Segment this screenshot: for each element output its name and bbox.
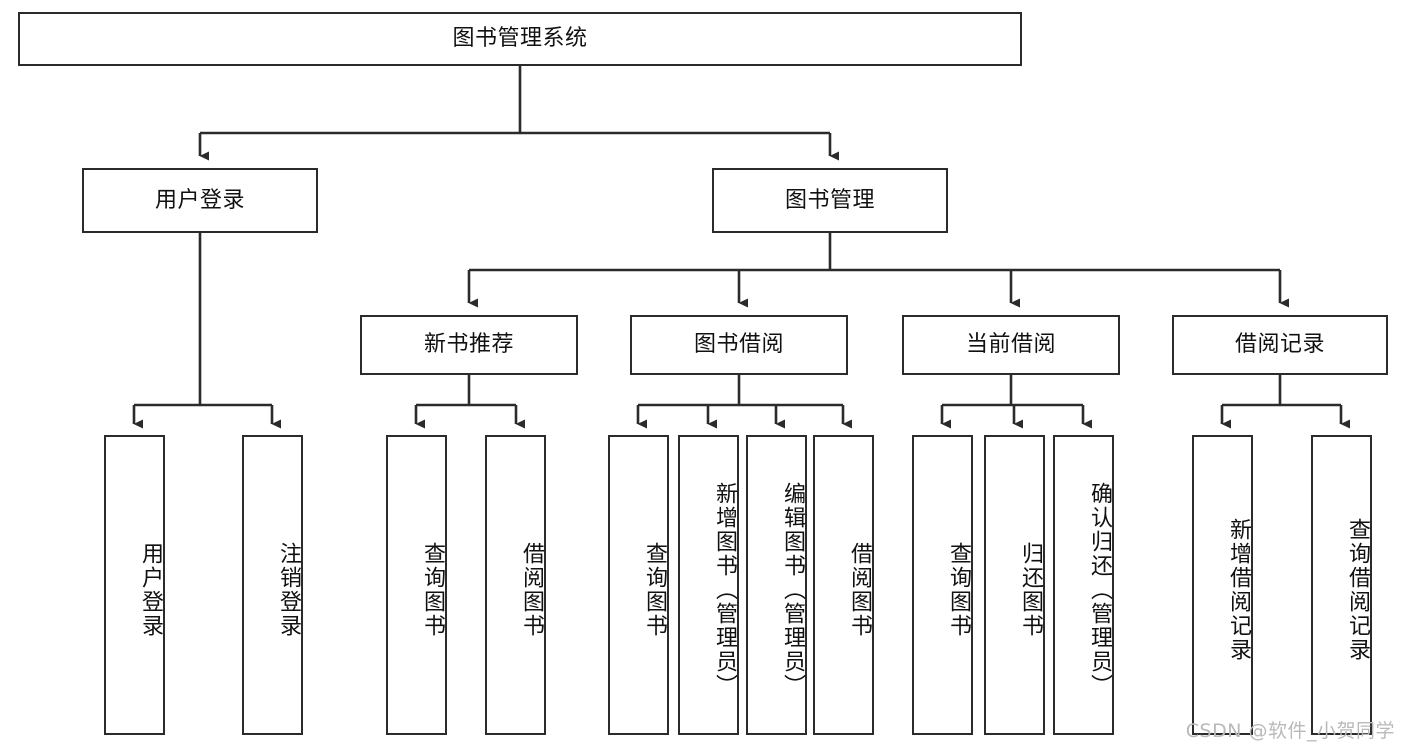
connector-root-to-level2 <box>198 66 839 161</box>
node-user-login[interactable]: 用户登录 <box>82 168 318 233</box>
node-current-borrow[interactable]: 当前借阅 <box>902 315 1120 375</box>
leaf-label: 借阅图书 <box>519 542 544 638</box>
connector-newbook-to-leaves <box>414 375 525 429</box>
node-new-book-recommend[interactable]: 新书推荐 <box>360 315 578 375</box>
leaf-confirm-return-admin[interactable]: 确认归还（管理员） <box>1053 435 1114 735</box>
leaf-label: 查询借阅记录 <box>1345 518 1370 662</box>
leaf-label: 用户登录 <box>138 542 163 638</box>
leaf-user-login[interactable]: 用户登录 <box>104 435 165 735</box>
leaf-label: 借阅图书 <box>847 542 872 638</box>
leaf-label: 查询图书 <box>642 542 667 638</box>
connector-bookborrow-to-leaves <box>636 375 852 429</box>
node-root-system[interactable]: 图书管理系统 <box>18 12 1022 66</box>
leaf-user-logout[interactable]: 注销登录 <box>242 435 303 735</box>
connector-bookmgmt-to-level3 <box>467 233 1289 308</box>
node-borrow-record[interactable]: 借阅记录 <box>1172 315 1388 375</box>
leaf-query-book-borrow[interactable]: 查询图书 <box>608 435 669 735</box>
leaf-label: 归还图书 <box>1018 542 1043 638</box>
leaf-query-borrow-record[interactable]: 查询借阅记录 <box>1311 435 1372 735</box>
leaf-query-book-recommend[interactable]: 查询图书 <box>386 435 447 735</box>
connector-borrowrecord-to-leaves <box>1220 375 1350 429</box>
leaf-label: 新增借阅记录 <box>1226 518 1251 662</box>
leaf-label: 新增图书（管理员） <box>712 482 737 698</box>
leaf-add-borrow-record[interactable]: 新增借阅记录 <box>1192 435 1253 735</box>
connector-currentborrow-to-leaves <box>940 375 1092 429</box>
leaf-label: 确认归还（管理员） <box>1087 482 1112 698</box>
leaf-return-book[interactable]: 归还图书 <box>984 435 1045 735</box>
leaf-label: 查询图书 <box>946 542 971 638</box>
leaf-query-book-current[interactable]: 查询图书 <box>912 435 973 735</box>
leaf-add-book-admin[interactable]: 新增图书（管理员） <box>678 435 739 735</box>
leaf-borrow-book[interactable]: 借阅图书 <box>813 435 874 735</box>
node-book-borrow[interactable]: 图书借阅 <box>630 315 848 375</box>
leaf-borrow-book-recommend[interactable]: 借阅图书 <box>485 435 546 735</box>
leaf-label: 查询图书 <box>420 542 445 638</box>
leaf-label: 注销登录 <box>276 542 301 638</box>
leaf-label: 编辑图书（管理员） <box>780 482 805 698</box>
connector-userlogin-to-leaves <box>132 233 281 429</box>
leaf-edit-book-admin[interactable]: 编辑图书（管理员） <box>746 435 807 735</box>
node-book-management[interactable]: 图书管理 <box>712 168 948 233</box>
